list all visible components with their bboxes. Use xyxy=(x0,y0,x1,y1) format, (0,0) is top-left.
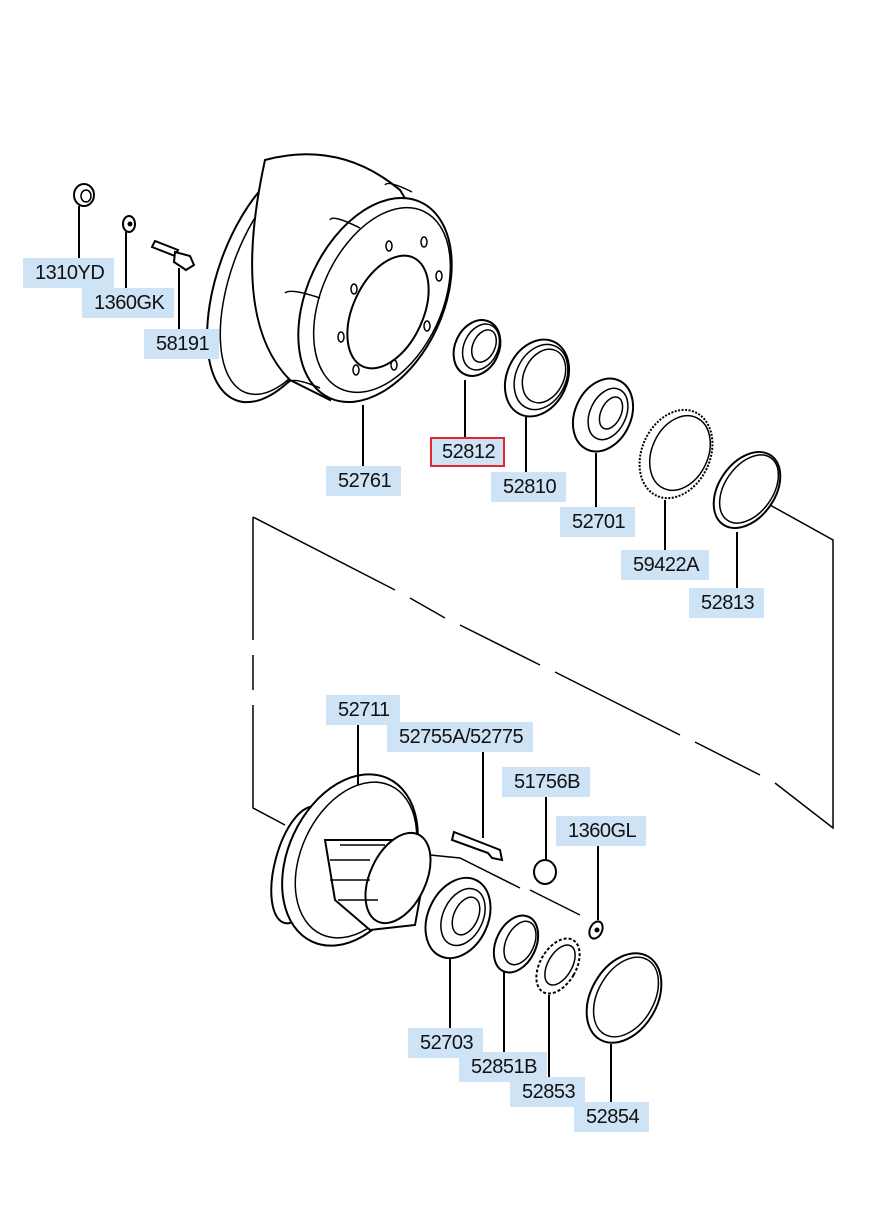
part-label-58191[interactable]: 58191 xyxy=(144,329,220,359)
assembly-bracket-lines xyxy=(252,504,834,830)
nut-1310yd[interactable] xyxy=(73,183,95,262)
washer-1360gk[interactable] xyxy=(122,215,136,292)
bearing-cup-52810[interactable] xyxy=(493,329,581,475)
tone-ring-59422a[interactable] xyxy=(626,398,727,552)
brake-drum-52761[interactable] xyxy=(178,139,482,468)
part-label-52755a-52775[interactable]: 52755A/52775 xyxy=(387,722,534,752)
nut-51756b[interactable] xyxy=(533,796,557,885)
part-label-59422a[interactable]: 59422A xyxy=(621,550,709,580)
snap-ring-52813[interactable] xyxy=(700,440,794,589)
part-label-52810[interactable]: 52810 xyxy=(491,472,567,502)
part-label-52812-selected[interactable]: 52812 xyxy=(430,437,506,467)
part-label-1360gl[interactable]: 1360GL xyxy=(556,816,647,846)
bearing-52701[interactable] xyxy=(562,369,645,509)
bolt-58191[interactable] xyxy=(150,239,196,330)
part-label-52701[interactable]: 52701 xyxy=(560,507,636,537)
oil-seal-52812[interactable] xyxy=(445,312,509,438)
part-label-51756b[interactable]: 51756B xyxy=(502,767,590,797)
washer-1360gl[interactable] xyxy=(587,845,605,941)
hub-52711[interactable] xyxy=(256,722,444,968)
part-label-1310yd[interactable]: 1310YD xyxy=(23,258,115,288)
drum-bolt-holes xyxy=(337,236,443,376)
part-label-52813[interactable]: 52813 xyxy=(689,588,765,618)
part-label-52854[interactable]: 52854 xyxy=(574,1102,650,1132)
part-label-52853[interactable]: 52853 xyxy=(510,1077,586,1107)
seal-ring-52854[interactable] xyxy=(571,940,676,1105)
part-label-1360gk[interactable]: 1360GK xyxy=(82,288,175,318)
stud-52755a[interactable] xyxy=(450,752,504,862)
thrust-bearing-52853[interactable] xyxy=(527,931,588,1080)
bearing-52703[interactable] xyxy=(413,867,503,1030)
part-label-52711[interactable]: 52711 xyxy=(326,695,400,725)
seal-52851b[interactable] xyxy=(485,908,547,1055)
part-label-52761[interactable]: 52761 xyxy=(326,466,402,496)
